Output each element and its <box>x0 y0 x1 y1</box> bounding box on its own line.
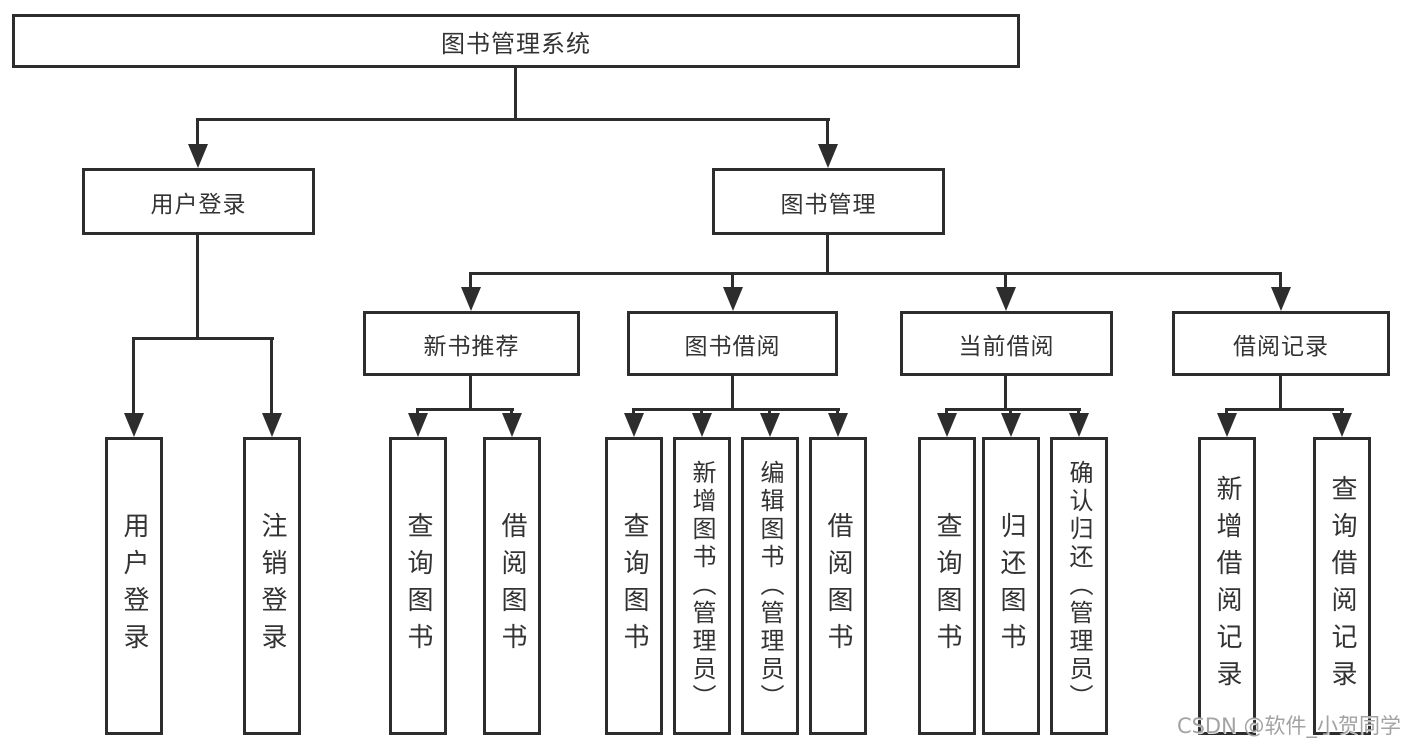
node-user-login: 用户登录 <box>82 168 315 235</box>
node-new-book-recommendation: 新书推荐 <box>363 311 580 376</box>
arrowhead-icon <box>996 287 1016 311</box>
connector-line <box>945 408 1081 411</box>
leaf-label: 用户登录 <box>119 512 149 660</box>
connector-line <box>196 118 199 148</box>
connector-line <box>469 376 472 411</box>
leaf-label: 确认归还（管理员） <box>1065 460 1093 712</box>
leaf-label: 借阅图书 <box>823 512 853 660</box>
arrowhead-icon <box>1332 413 1352 437</box>
node-library-management-system: 图书管理系统 <box>12 14 1020 68</box>
connector-line <box>826 118 829 148</box>
leaf-label: 查询借阅记录 <box>1327 475 1357 697</box>
leaf-logout: 注销登录 <box>243 437 301 735</box>
connector-line <box>731 272 734 290</box>
connector-line <box>945 408 948 417</box>
connector-line <box>270 337 273 417</box>
arrowhead-icon <box>461 287 481 311</box>
connector-line <box>132 337 135 417</box>
connector-line <box>1279 272 1282 290</box>
leaf-label: 归还图书 <box>996 512 1026 660</box>
arrowhead-icon <box>723 287 743 311</box>
connector-line <box>700 408 703 417</box>
leaf-recommend-query-books: 查询图书 <box>389 437 447 735</box>
arrowhead-icon <box>188 144 208 168</box>
leaf-label: 借阅图书 <box>497 512 527 660</box>
connector-line <box>197 118 830 121</box>
connector-line <box>1340 408 1343 417</box>
leaf-borrowing-add-books-admin: 新增图书（管理员） <box>673 437 731 735</box>
leaf-borrowing-query-books: 查询图书 <box>605 437 663 735</box>
connector-line <box>469 272 1282 275</box>
leaf-records-add-borrow-record: 新增借阅记录 <box>1198 437 1256 735</box>
arrowhead-icon <box>1217 413 1237 437</box>
arrowhead-icon <box>818 144 838 168</box>
connector-line <box>514 68 517 121</box>
arrowhead-icon <box>624 413 644 437</box>
arrowhead-icon <box>1271 287 1291 311</box>
connector-line <box>1004 272 1007 290</box>
leaf-borrowing-edit-books-admin: 编辑图书（管理员） <box>741 437 799 735</box>
leaf-borrowing-borrow-books: 借阅图书 <box>809 437 867 735</box>
leaf-label: 编辑图书（管理员） <box>756 460 784 712</box>
connector-line <box>133 337 274 340</box>
leaf-recommend-borrow-books: 借阅图书 <box>483 437 541 735</box>
connector-line <box>1004 376 1007 411</box>
leaf-label: 新增图书（管理员） <box>688 460 716 712</box>
leaf-records-query-borrow-record: 查询借阅记录 <box>1313 437 1371 735</box>
connector-line <box>836 408 839 417</box>
connector-line <box>633 408 840 411</box>
arrowhead-icon <box>1001 413 1021 437</box>
leaf-label: 查询图书 <box>403 512 433 660</box>
arrowhead-icon <box>1069 413 1089 437</box>
leaf-label: 查询图书 <box>619 512 649 660</box>
node-book-borrowing: 图书借阅 <box>627 311 838 376</box>
connector-line <box>826 235 829 275</box>
connector-line <box>1226 408 1344 411</box>
arrowhead-icon <box>828 413 848 437</box>
arrowhead-icon <box>124 413 144 437</box>
leaf-current-confirm-return-admin: 确认归还（管理员） <box>1050 437 1108 735</box>
connector-line <box>510 408 513 417</box>
arrowhead-icon <box>692 413 712 437</box>
connector-line <box>632 408 635 417</box>
connector-line <box>731 376 734 411</box>
node-borrowing-records: 借阅记录 <box>1172 311 1390 376</box>
connector-line <box>1279 376 1282 411</box>
connector-line <box>416 408 419 417</box>
arrowhead-icon <box>937 413 957 437</box>
leaf-label: 查询图书 <box>932 512 962 660</box>
leaf-label: 新增借阅记录 <box>1212 475 1242 697</box>
arrowhead-icon <box>262 413 282 437</box>
leaf-user-login: 用户登录 <box>105 437 163 735</box>
leaf-current-return-books: 归还图书 <box>982 437 1040 735</box>
node-book-management: 图书管理 <box>712 168 945 235</box>
csdn-watermark: CSDN @软件_小贺同学 <box>1176 714 1401 738</box>
arrowhead-icon <box>502 413 522 437</box>
connector-line <box>417 408 514 411</box>
leaf-label: 注销登录 <box>257 512 287 660</box>
connector-line <box>1009 408 1012 417</box>
arrowhead-icon <box>760 413 780 437</box>
connector-line <box>1077 408 1080 417</box>
connector-line <box>469 272 472 290</box>
node-current-borrowing: 当前借阅 <box>900 311 1113 376</box>
arrowhead-icon <box>408 413 428 437</box>
leaf-current-query-books: 查询图书 <box>918 437 976 735</box>
connector-line <box>1225 408 1228 417</box>
connector-line <box>196 235 199 340</box>
connector-line <box>768 408 771 417</box>
